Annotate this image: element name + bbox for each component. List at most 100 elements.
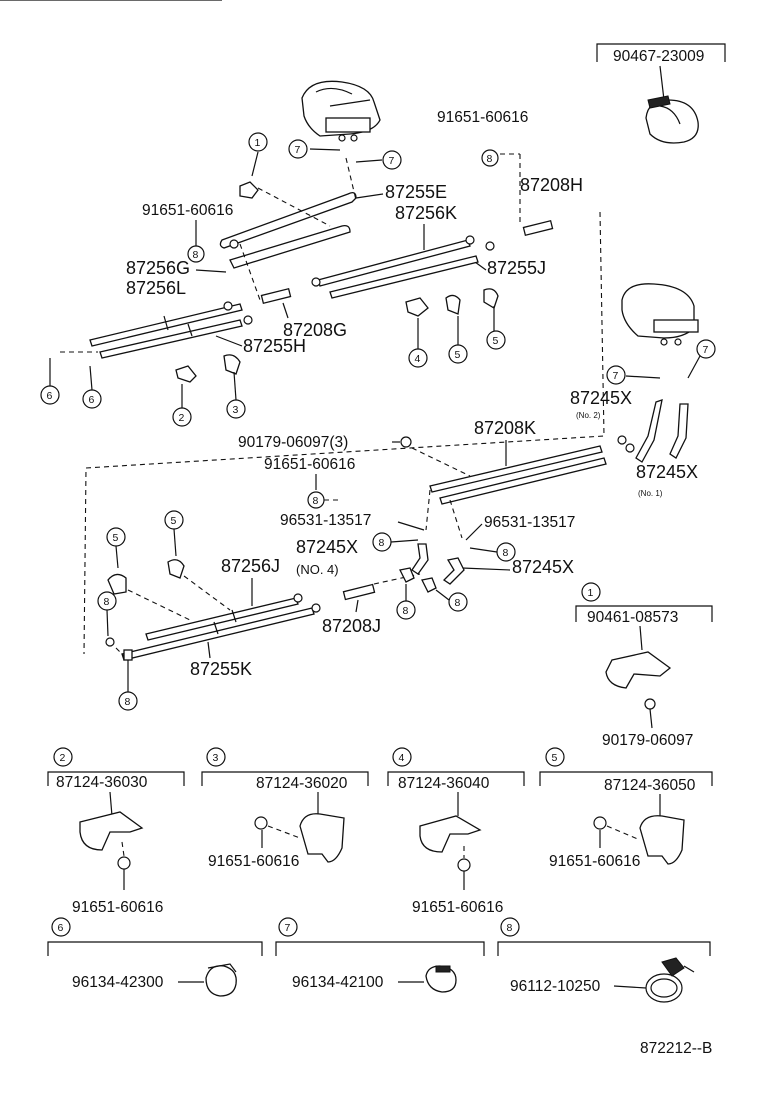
box-8-part: 96112-10250 bbox=[510, 978, 601, 995]
box-5-part: 87124-36050 bbox=[604, 777, 696, 794]
svg-text:8: 8 bbox=[125, 696, 131, 708]
pipe-87208K-b bbox=[439, 457, 607, 505]
clamp-3-shape bbox=[223, 354, 241, 375]
label-87245X-no1: 87245X bbox=[636, 462, 698, 482]
upper-assembly: 91651-60616 87208H 87255E 87256K 91651-6… bbox=[40, 80, 583, 427]
box-3-number: 3 bbox=[213, 752, 219, 764]
dashed-frame bbox=[83, 211, 605, 655]
label-91651-60616-left: 91651-60616 bbox=[142, 202, 233, 219]
svg-text:5: 5 bbox=[455, 349, 461, 361]
box-7: 7 96134-42100 bbox=[275, 917, 485, 993]
callout-5-upper-b: 5 bbox=[486, 330, 506, 350]
box-5-sub: 91651-60616 bbox=[549, 853, 640, 870]
diagram-ref-code: 872212--B bbox=[640, 1040, 712, 1057]
clamp-2-shape bbox=[175, 365, 197, 383]
callout-5-lower-b: 5 bbox=[164, 510, 184, 530]
callout-2-upper: 2 bbox=[172, 407, 192, 427]
box-6-number: 6 bbox=[58, 922, 64, 934]
box-2-sub: 91651-60616 bbox=[72, 899, 163, 916]
callout-3-upper: 3 bbox=[226, 399, 246, 419]
clamp-90461-shape bbox=[605, 651, 672, 689]
label-87245X-no2: 87245X bbox=[570, 388, 632, 408]
box-5: 5 87124-36050 91651-60616 bbox=[539, 747, 713, 870]
callout-6-b: 6 bbox=[82, 389, 102, 409]
box-8-number: 8 bbox=[507, 922, 513, 934]
clamp-4-shape bbox=[405, 297, 429, 317]
label-87245X-no4: 87245X bbox=[296, 537, 358, 557]
box-4-sub: 91651-60616 bbox=[412, 899, 503, 916]
joint-87208H bbox=[522, 219, 554, 237]
svg-text:8: 8 bbox=[313, 495, 319, 507]
callout-8-i: 8 bbox=[118, 691, 138, 711]
box-1-number-circle bbox=[581, 582, 601, 602]
label-87256L: 87256L bbox=[126, 278, 186, 298]
label-87208J: 87208J bbox=[322, 616, 381, 636]
svg-text:1: 1 bbox=[255, 137, 261, 149]
label-87255E: 87255E bbox=[385, 182, 447, 202]
pipe-87245X-no1 bbox=[669, 403, 689, 459]
box-1-sub: 90179-06097 bbox=[602, 732, 693, 749]
box-3-part: 87124-36020 bbox=[256, 775, 348, 792]
label-87208G: 87208G bbox=[283, 320, 347, 340]
box-3: 3 87124-36020 91651-60616 bbox=[201, 747, 369, 870]
svg-text:5: 5 bbox=[493, 335, 499, 347]
label-87256G: 87256G bbox=[126, 258, 190, 278]
svg-text:3: 3 bbox=[233, 404, 239, 416]
svg-text:8: 8 bbox=[104, 596, 110, 608]
lower-left-assembly: 5 5 87256J 87208J 8 8 87255K 8 8 bbox=[0, 0, 468, 711]
box-8: 8 96112-10250 bbox=[497, 917, 711, 1003]
hose-clamp-96112-screw bbox=[661, 957, 685, 977]
callout-8-a: 8 bbox=[481, 149, 499, 167]
pipe-87245X-right bbox=[442, 557, 465, 585]
callout-7-a: 7 bbox=[288, 139, 308, 159]
pipe-87245X-no4 bbox=[411, 543, 429, 575]
label-87208H: 87208H bbox=[520, 175, 583, 195]
label-96531-13517-b: 96531-13517 bbox=[484, 514, 575, 531]
callout-5-upper-a: 5 bbox=[448, 344, 468, 364]
callout-8-f: 8 bbox=[396, 600, 416, 620]
svg-text:5: 5 bbox=[171, 515, 177, 527]
label-90467-23009: 90467-23009 bbox=[613, 48, 704, 65]
label-no4: (NO. 4) bbox=[296, 562, 339, 577]
svg-text:8: 8 bbox=[487, 153, 493, 165]
clamp-5-shape-b bbox=[483, 288, 499, 309]
pipe-87256G bbox=[229, 224, 351, 269]
box-7-part: 96134-42100 bbox=[292, 974, 384, 991]
svg-text:7: 7 bbox=[703, 344, 709, 356]
pipe-87255E bbox=[219, 192, 357, 249]
callout-1-upper: 1 bbox=[248, 132, 268, 152]
svg-text:6: 6 bbox=[89, 394, 95, 406]
svg-text:2: 2 bbox=[179, 412, 185, 424]
callout-7-c: 7 bbox=[606, 365, 626, 385]
box-1: 1 90461-08573 90179-06097 bbox=[575, 582, 713, 749]
callout-6-a: 6 bbox=[40, 385, 60, 405]
box-2-number: 2 bbox=[60, 752, 66, 764]
clamp-5-shape-a bbox=[445, 294, 461, 315]
joint-87208G bbox=[260, 287, 292, 305]
clamp-87124-36030-shape bbox=[79, 811, 144, 851]
svg-text:7: 7 bbox=[295, 144, 301, 156]
label-87255K: 87255K bbox=[190, 659, 252, 679]
callout-8-e: 8 bbox=[496, 542, 516, 562]
pipe-87245X-no2 bbox=[635, 399, 663, 463]
label-90179-06097-3: 90179-06097(3) bbox=[238, 434, 348, 451]
pipe-87208K-a bbox=[429, 445, 603, 493]
box-6-part: 96134-42300 bbox=[72, 974, 164, 991]
callout-7-b: 7 bbox=[382, 150, 402, 170]
svg-text:8: 8 bbox=[503, 547, 509, 559]
callout-8-b: 8 bbox=[187, 245, 205, 263]
box-3-sub: 91651-60616 bbox=[208, 853, 299, 870]
box-5-number: 5 bbox=[552, 752, 558, 764]
clamp-96134-42300-shape bbox=[205, 965, 237, 997]
box-2: 2 87124-36030 91651-60616 bbox=[47, 747, 185, 916]
box-4-number: 4 bbox=[399, 752, 405, 764]
svg-text:6: 6 bbox=[47, 390, 53, 402]
svg-text:8: 8 bbox=[455, 597, 461, 609]
svg-text:7: 7 bbox=[613, 370, 619, 382]
clamp-1-shape bbox=[239, 181, 259, 199]
svg-text:8: 8 bbox=[193, 249, 199, 261]
pipe-87255H bbox=[99, 319, 243, 359]
label-87255J: 87255J bbox=[487, 258, 546, 278]
clamp-5-lower-a-shape bbox=[107, 573, 127, 595]
